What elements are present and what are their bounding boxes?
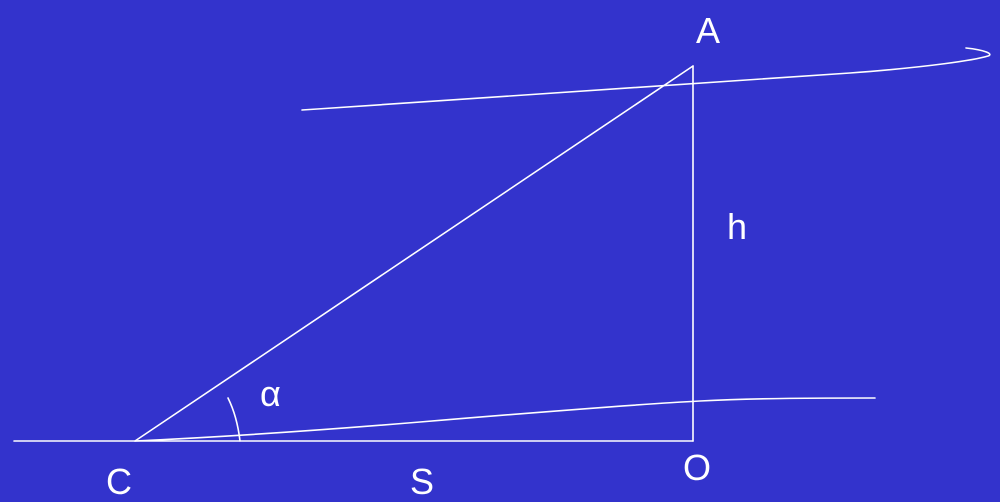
label-point-c: C [106,461,132,502]
label-distance: S [410,461,434,502]
ground-curve [13,397,876,442]
angle-arc [227,397,241,442]
upper-curve [301,47,991,111]
line-of-sight-ca [134,65,694,442]
label-point-o: O [683,447,711,488]
label-height: h [727,206,747,247]
label-angle: α [260,373,281,414]
label-point-a: A [696,10,720,51]
